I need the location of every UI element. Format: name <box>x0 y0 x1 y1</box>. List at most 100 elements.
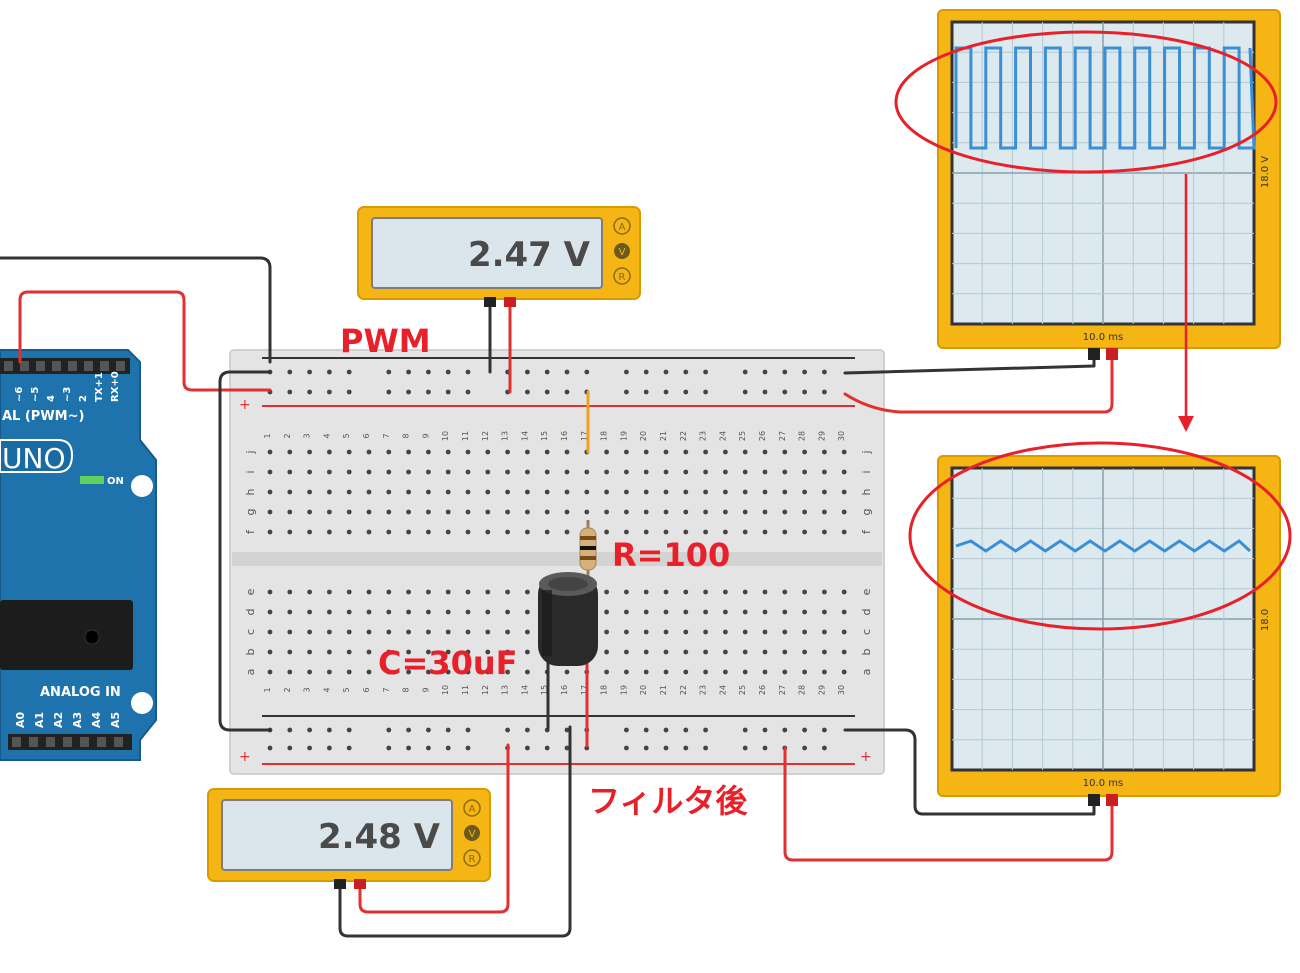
board-name: UNO <box>2 442 65 475</box>
breadboard-hole <box>525 609 530 615</box>
row-letter: h <box>244 488 257 495</box>
multimeter-top: 2.47 V A V R <box>357 206 641 307</box>
column-number: 16 <box>560 685 569 695</box>
breadboard-hole <box>624 745 629 751</box>
breadboard-hole <box>366 669 372 675</box>
breadboard-hole <box>307 629 312 635</box>
svg-text:R: R <box>619 272 626 283</box>
column-number: 7 <box>382 687 391 692</box>
breadboard-hole <box>287 469 293 475</box>
breadboard-hole <box>327 469 332 475</box>
breadboard-hole <box>307 469 312 475</box>
breadboard-hole <box>703 449 708 455</box>
breadboard-hole <box>525 727 530 733</box>
breadboard-hole <box>386 469 392 475</box>
breadboard-hole <box>327 529 332 535</box>
breadboard-hole <box>267 745 273 751</box>
breadboard-hole <box>287 369 293 375</box>
breadboard-hole <box>346 489 352 495</box>
breadboard-hole <box>782 529 788 535</box>
breadboard-hole <box>287 669 293 675</box>
breadboard-hole <box>465 609 471 615</box>
breadboard-hole <box>683 629 689 635</box>
breadboard-hole <box>802 745 807 751</box>
breadboard-hole <box>406 489 411 495</box>
column-number: 5 <box>342 687 351 692</box>
breadboard-hole <box>426 649 431 655</box>
breadboard-hole <box>604 489 609 495</box>
breadboard-hole <box>465 509 471 515</box>
row-letter: d <box>244 609 257 616</box>
breadboard-hole <box>327 449 332 455</box>
breadboard-hole <box>802 609 807 615</box>
breadboard-hole <box>742 529 748 535</box>
triangle-ripple-trace <box>955 539 1252 553</box>
after-filter-label: フィルタ後 <box>588 782 748 820</box>
breadboard-hole <box>624 489 629 495</box>
meter-bottom-reading: 2.48 V <box>318 817 441 857</box>
breadboard-hole <box>267 649 273 655</box>
breadboard-hole <box>703 609 708 615</box>
column-number: 20 <box>639 431 648 441</box>
breadboard-hole <box>386 609 392 615</box>
breadboard-hole <box>841 509 847 515</box>
row-letter: f <box>244 529 257 534</box>
breadboard-hole <box>762 669 768 675</box>
breadboard-hole <box>505 469 510 475</box>
pin-label: ~3 <box>62 387 73 402</box>
breadboard-hole <box>544 449 550 455</box>
column-number: 20 <box>639 685 648 695</box>
breadboard-hole <box>346 629 352 635</box>
header-pin <box>114 737 123 747</box>
breadboard-hole <box>822 649 827 655</box>
breadboard-hole <box>485 589 491 595</box>
breadboard-hole <box>742 609 748 615</box>
breadboard-hole <box>366 449 372 455</box>
breadboard-hole <box>663 469 669 475</box>
breadboard-hole <box>841 609 847 615</box>
breadboard-hole <box>406 529 411 535</box>
breadboard-hole <box>703 649 708 655</box>
column-number: 14 <box>520 431 529 441</box>
breadboard-hole <box>683 389 689 395</box>
rail-plus-label: + <box>239 749 251 765</box>
gnd-link-wire <box>218 370 272 732</box>
breadboard-hole <box>267 609 273 615</box>
breadboard-hole <box>564 727 570 733</box>
breadboard-hole <box>683 609 689 615</box>
breadboard-hole <box>544 529 550 535</box>
breadboard-hole <box>406 727 411 733</box>
breadboard-hole <box>327 745 332 751</box>
breadboard-hole <box>406 609 411 615</box>
breadboard-hole <box>485 469 491 475</box>
breadboard-hole <box>406 369 411 375</box>
breadboard-hole <box>505 727 510 733</box>
row-letter: c <box>244 629 257 635</box>
breadboard-hole <box>802 589 807 595</box>
header-pin <box>100 361 109 371</box>
breadboard-hole <box>366 649 372 655</box>
breadboard-hole <box>584 369 590 375</box>
scope-top-volt-div: 18.0 V <box>1260 156 1271 188</box>
breadboard-hole <box>723 669 728 675</box>
column-number: 3 <box>303 687 312 692</box>
breadboard-hole <box>287 649 293 655</box>
breadboard-hole <box>564 449 570 455</box>
breadboard-hole <box>564 529 570 535</box>
breadboard-hole <box>327 609 332 615</box>
breadboard-hole <box>366 589 372 595</box>
breadboard-hole <box>663 389 669 395</box>
breadboard-hole <box>426 745 431 751</box>
digital-header-label: AL (PWM~) <box>2 409 84 424</box>
breadboard-hole <box>327 389 332 395</box>
breadboard-hole <box>822 629 827 635</box>
breadboard-hole <box>287 589 293 595</box>
column-number: 15 <box>540 431 549 441</box>
breadboard-hole <box>406 649 411 655</box>
breadboard-hole <box>841 649 847 655</box>
column-number: 1 <box>263 687 272 692</box>
breadboard-hole <box>762 389 768 395</box>
row-letter: d <box>860 609 873 616</box>
breadboard-hole <box>485 629 491 635</box>
